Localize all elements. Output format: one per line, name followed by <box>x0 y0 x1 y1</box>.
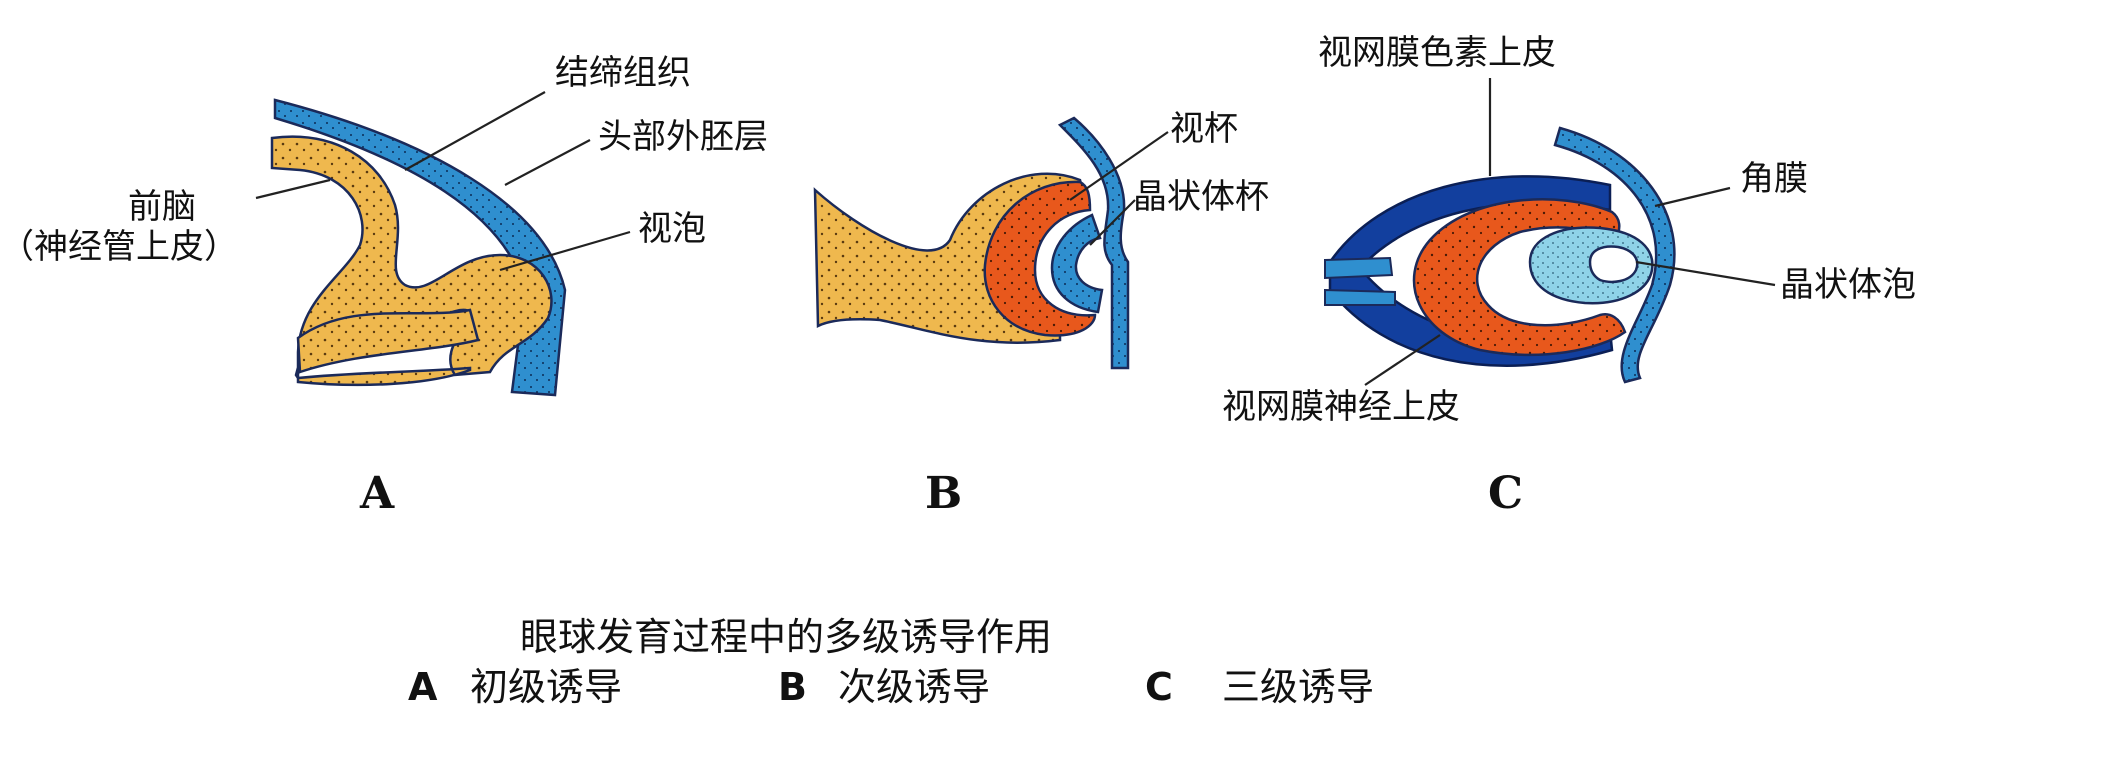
label-head-ectoderm: 头部外胚层 <box>598 117 768 157</box>
label-connective-tissue: 结缔组织 <box>555 53 691 93</box>
caption-title: 眼球发育过程中的多级诱导作用 <box>520 615 1052 659</box>
lens-cup <box>1050 213 1104 314</box>
label-lens-cup: 晶状体杯 <box>1133 177 1269 217</box>
label-forebrain: 前脑 <box>128 187 196 227</box>
panel-letter-b: B <box>925 468 962 519</box>
label-retinal-pigment-epithelium: 视网膜色素上皮 <box>1318 33 1556 73</box>
label-lens-vesicle: 晶状体泡 <box>1780 265 1916 305</box>
label-optic-vesicle: 视泡 <box>638 209 706 249</box>
panel-letter-c: C <box>1488 468 1523 519</box>
panel-b: 视杯 晶状体杯 B <box>813 109 1269 519</box>
lens-vesicle <box>1528 226 1654 305</box>
panel-c: 视网膜色素上皮 角膜 晶状体泡 视网膜神经上皮 C <box>1222 33 1916 519</box>
optic-stalk <box>1324 256 1396 306</box>
caption-b-letter: B <box>778 665 807 709</box>
caption-a-text: 初级诱导 <box>470 665 622 709</box>
label-optic-cup: 视杯 <box>1170 109 1238 149</box>
forebrain-lower-fold <box>296 308 480 374</box>
head-ectoderm-layer <box>273 98 567 397</box>
caption-c-text: 三级诱导 <box>1222 665 1374 709</box>
neural-retina <box>1412 198 1627 357</box>
panel-letter-a: A <box>359 468 395 519</box>
caption-b-text: 次级诱导 <box>838 665 990 709</box>
panel-a: 结缔组织 头部外胚层 前脑 （神经管上皮） 视泡 A <box>0 53 768 519</box>
optic-cup <box>983 180 1097 337</box>
caption: 眼球发育过程中的多级诱导作用 A 初级诱导 B 次级诱导 C 三级诱导 <box>408 615 1374 709</box>
caption-a-letter: A <box>408 665 438 709</box>
label-neural-retina: 视网膜神经上皮 <box>1222 387 1460 427</box>
caption-c-letter: C <box>1145 665 1173 709</box>
label-neural-tube-epithelium: （神经管上皮） <box>0 227 238 267</box>
label-cornea: 角膜 <box>1740 159 1808 199</box>
